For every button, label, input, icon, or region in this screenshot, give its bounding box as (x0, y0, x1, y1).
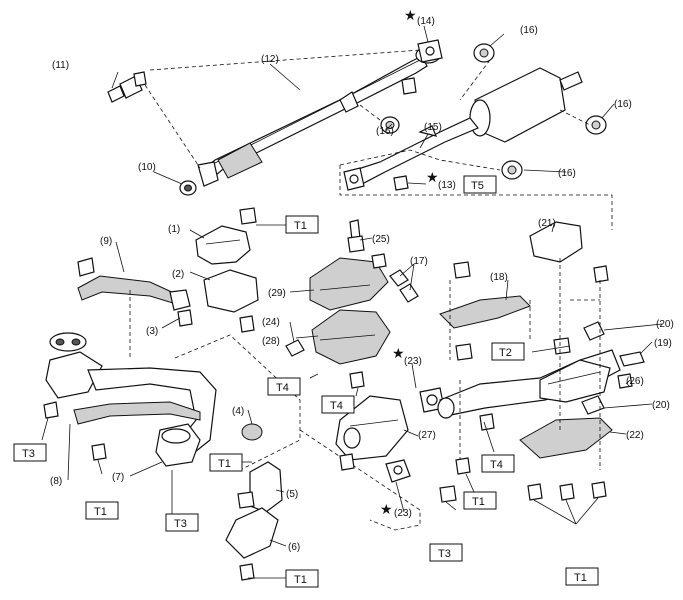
callout-26: (26) (626, 376, 644, 387)
callout-11: (11) (52, 60, 69, 71)
torque-box-t1-mid: T1 (209, 453, 243, 472)
callout-8: (8) (50, 476, 62, 487)
callout-10: (10) (138, 162, 156, 173)
callout-2: (2) (172, 269, 184, 280)
rubber-cushion-16c (585, 115, 607, 135)
callout-15: (15) (424, 122, 442, 133)
callout-6: (6) (288, 542, 300, 553)
callout-23-upper: (23) (404, 356, 422, 367)
svg-text:T5: T5 (471, 180, 484, 192)
svg-text:T3: T3 (22, 448, 35, 460)
callout-4: (4) (232, 406, 244, 417)
svg-text:T1: T1 (472, 496, 485, 508)
torque-box-t1-lower-mid: T1 (463, 491, 497, 510)
rubber-cushion-16a (380, 116, 400, 134)
bracket-20a (583, 321, 605, 341)
rear-exhaust-pipe-15 (354, 117, 479, 185)
svg-text:T1: T1 (294, 574, 307, 586)
torque-box-t2: T2 (491, 342, 525, 361)
callout-14: (14) (417, 16, 435, 27)
heat-shield-22 (519, 417, 613, 459)
star-symbol-13: ★ (426, 169, 439, 185)
heat-shield-1 (195, 225, 251, 265)
svg-text:T1: T1 (218, 458, 231, 470)
callout-16-right: (16) (614, 99, 632, 110)
front-exhaust-pipe-8 (43, 332, 217, 467)
rubber-cushion-16b (473, 43, 495, 63)
heat-shield-18 (439, 295, 531, 329)
svg-text:T1: T1 (94, 506, 107, 518)
torque-box-t3-left: T3 (13, 443, 47, 462)
callout-24: (24) (262, 317, 280, 328)
gasket-4 (241, 423, 263, 441)
callout-21: (21) (538, 218, 556, 229)
torque-box-t1-top: T1 (285, 215, 319, 234)
center-pipe (199, 55, 428, 181)
callout-28: (28) (262, 336, 280, 347)
rear-catalytic-converter (437, 349, 621, 419)
heat-shield-9 (77, 275, 177, 305)
svg-text:T1: T1 (574, 572, 587, 584)
torque-box-t3-right: T3 (429, 543, 463, 562)
torque-box-t1-left: T1 (85, 501, 119, 520)
torque-box-t4-left: T4 (267, 377, 301, 396)
callout-22: (22) (626, 430, 644, 441)
svg-text:T4: T4 (276, 382, 289, 394)
star-symbol-14: ★ (404, 7, 417, 23)
callout-3: (3) (146, 326, 158, 337)
svg-text:T3: T3 (438, 548, 451, 560)
svg-text:T1: T1 (294, 220, 307, 232)
callout-12: (12) (261, 54, 279, 65)
svg-text:T2: T2 (499, 347, 512, 359)
callout-20-upper: (20) (656, 319, 674, 330)
oxygen-sensor-19 (619, 351, 645, 367)
heat-shield-2 (203, 269, 259, 313)
center-pipe-resonator (217, 142, 263, 179)
callout-1: (1) (168, 224, 180, 235)
svg-text:T4: T4 (490, 459, 503, 471)
callout-13: (13) (438, 180, 456, 191)
svg-text:T3: T3 (174, 518, 187, 530)
bracket-20b (581, 395, 605, 415)
torque-box-t1-bottom: T1 (285, 569, 319, 588)
callout-5: (5) (286, 489, 298, 500)
callout-20-lower: (20) (652, 400, 670, 411)
callout-25: (25) (372, 234, 390, 245)
callout-16-left: (16) (376, 126, 394, 137)
rubber-cushion-16d (501, 160, 523, 180)
callout-18: (18) (490, 272, 508, 283)
callout-19: (19) (654, 338, 672, 349)
heat-shield-6 (225, 507, 279, 559)
bolt-spring-11 (107, 71, 147, 103)
bracket-17 (389, 269, 409, 287)
heat-shield-5 (249, 461, 283, 513)
torque-box-t4-right: T4 (481, 454, 515, 473)
oxygen-sensor-24 (285, 339, 305, 357)
callout-29: (29) (268, 288, 286, 299)
callout-27: (27) (418, 430, 436, 441)
callout-9: (9) (100, 236, 112, 247)
center-pipe-group (197, 39, 443, 187)
torque-box-t5: T5 (463, 175, 497, 194)
torque-box-t1-bottom-right: T1 (565, 567, 599, 586)
star-symbol-23-lower: ★ (380, 501, 393, 517)
heat-shield-21 (529, 221, 583, 263)
gasket-10 (179, 180, 197, 196)
callout-23-lower: (23) (394, 508, 412, 519)
heat-shield-29 (309, 257, 389, 311)
callout-7: (7) (112, 472, 124, 483)
star-symbol-23-upper: ★ (392, 345, 405, 361)
callout-16-top: (16) (520, 25, 538, 36)
muffler-group (343, 67, 583, 191)
callout-17: (17) (410, 256, 428, 267)
center-pipe-front-flange (197, 161, 219, 187)
torque-box-t4-mid: T4 (321, 395, 355, 414)
svg-text:T4: T4 (330, 400, 343, 412)
torque-box-t3-mid: T3 (165, 513, 199, 532)
callout-16-lower: (16) (558, 168, 576, 179)
muffler-body (474, 67, 566, 143)
